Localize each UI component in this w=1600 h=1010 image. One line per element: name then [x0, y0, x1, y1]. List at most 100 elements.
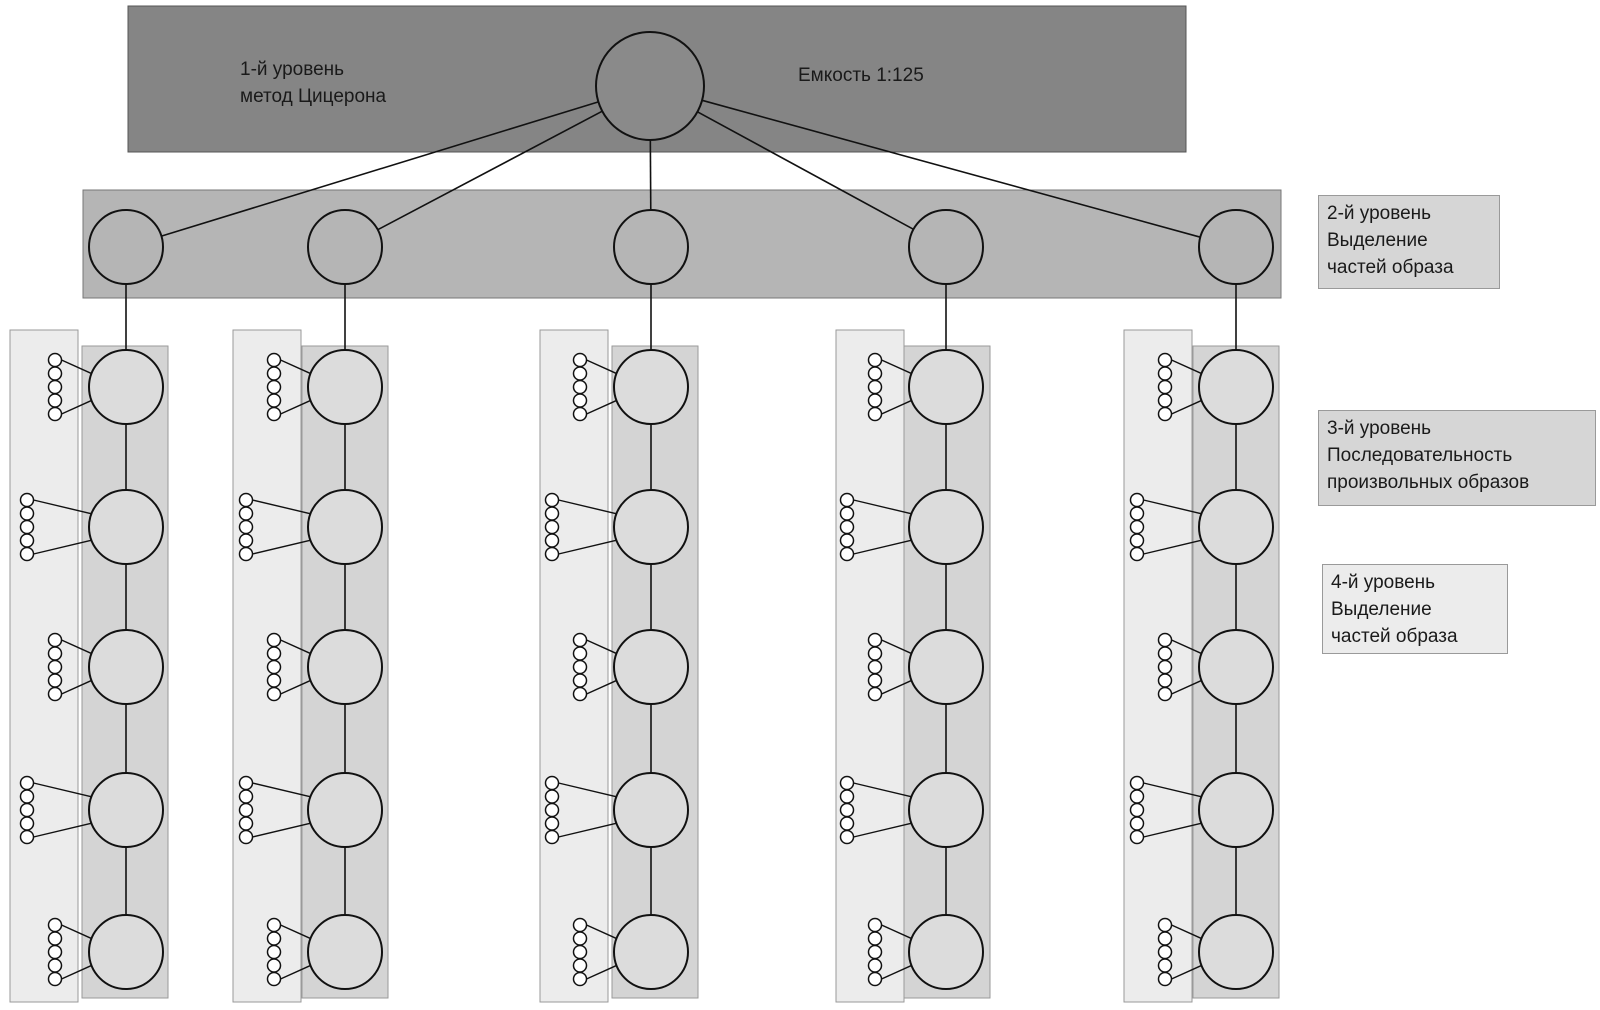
level4-subnode-3-2-2: [544, 506, 560, 521]
level4-subnode-5-1-3: [1157, 379, 1173, 395]
level4-subnode-2-2-1: [238, 492, 254, 508]
level3-node-2-3: [307, 629, 383, 705]
level4-subnode-5-3-1: [1157, 632, 1173, 648]
fan-top-4-3: [881, 639, 913, 655]
level4-subnode-4-5-2: [867, 931, 883, 946]
level4-subnode-5-2-5: [1129, 546, 1145, 562]
level4-subnode-3-3-3: [572, 659, 588, 675]
level4-subnode-4-2-4: [839, 533, 855, 548]
level4-subnode-2-3-1: [266, 632, 282, 648]
level4-subnode-4-1-4: [867, 393, 883, 408]
fan-top-1-5: [61, 924, 93, 940]
fan-top-4-2: [853, 499, 913, 515]
fan-top-2-2: [252, 499, 312, 515]
level3-node-4-5: [908, 914, 984, 990]
fan-top-1-2: [33, 499, 93, 515]
level4-subnode-4-5-4: [867, 958, 883, 973]
level4-subnode-2-5-3: [266, 944, 282, 960]
edge-root-to-level2-2: [377, 110, 603, 231]
level4-subnode-4-1-1: [867, 352, 883, 368]
fan-top-1-3: [61, 639, 93, 655]
level4-subnode-3-2-4: [544, 533, 560, 548]
level3-node-3-1: [613, 349, 689, 425]
level2-node-5: [1198, 209, 1274, 285]
level4-subnode-4-3-4: [867, 673, 883, 688]
level4-subnode-3-3-4: [572, 673, 588, 688]
level4-subnode-3-4-2: [544, 789, 560, 804]
level1-title: 1-й уровень метод Цицерона: [240, 56, 386, 110]
level2-node-1: [88, 209, 164, 285]
fan-top-1-1: [61, 359, 93, 375]
fan-bottom-1-2: [33, 539, 93, 555]
legend-level3-line2: Последовательность: [1327, 445, 1513, 466]
legend-level3-line1: 3-й уровень: [1327, 418, 1432, 439]
level4-subnode-5-5-2: [1157, 931, 1173, 946]
fan-top-5-1: [1171, 359, 1203, 375]
level4-subnode-2-4-2: [238, 789, 254, 804]
root-node: [595, 31, 705, 141]
level4-subnode-2-2-2: [238, 506, 254, 521]
legend-level2-line2: Выделение: [1327, 230, 1428, 251]
level3-node-5-4: [1198, 772, 1274, 848]
level4-subnode-4-2-3: [839, 519, 855, 535]
fan-top-5-3: [1171, 639, 1203, 655]
level4-subnode-5-4-3: [1129, 802, 1145, 818]
level4-subnode-5-3-3: [1157, 659, 1173, 675]
level4-subnode-3-5-4: [572, 958, 588, 973]
level2-node-4: [908, 209, 984, 285]
legend-level4-line1: 4-й уровень: [1331, 572, 1436, 593]
level3-node-4-4: [908, 772, 984, 848]
fan-top-4-5: [881, 924, 913, 940]
level4-subnode-3-2-3: [544, 519, 560, 535]
level4-subnode-4-3-3: [867, 659, 883, 675]
level3-node-3-5: [613, 914, 689, 990]
level4-subnode-4-1-2: [867, 366, 883, 381]
level4-subnode-1-3-1: [47, 632, 63, 648]
fan-bottom-4-3: [881, 679, 913, 695]
fan-bottom-5-1: [1171, 399, 1203, 415]
level4-subnode-3-3-1: [572, 632, 588, 648]
fan-bottom-5-4: [1143, 822, 1203, 838]
level4-subnode-1-1-1: [47, 352, 63, 368]
level4-subnode-3-5-5: [572, 971, 588, 987]
level4-subnode-5-2-1: [1129, 492, 1145, 508]
level4-subnode-1-3-2: [47, 646, 63, 661]
level4-subnode-4-4-1: [839, 775, 855, 791]
level4-subnode-4-4-3: [839, 802, 855, 818]
level4-subnode-5-1-2: [1157, 366, 1173, 381]
level4-subnode-1-4-4: [19, 816, 35, 831]
level3-node-2-2: [307, 489, 383, 565]
level4-subnode-2-3-5: [266, 686, 282, 702]
level4-subnode-4-4-5: [839, 829, 855, 845]
level3-node-4-1: [908, 349, 984, 425]
level4-subnode-5-5-5: [1157, 971, 1173, 987]
level4-subnode-5-5-3: [1157, 944, 1173, 960]
legend-level4: 4-й уровень Выделение частей образа: [1322, 564, 1508, 654]
level4-subnode-3-4-3: [544, 802, 560, 818]
fan-bottom-5-2: [1143, 539, 1203, 555]
level4-subnode-1-2-1: [19, 492, 35, 508]
level4-subnode-2-3-3: [266, 659, 282, 675]
fan-top-5-5: [1171, 924, 1203, 940]
level4-column-1: [9, 329, 79, 1003]
fan-top-4-4: [853, 782, 913, 798]
level4-subnode-3-2-5: [544, 546, 560, 562]
fan-top-5-4: [1143, 782, 1203, 798]
level4-subnode-1-5-3: [47, 944, 63, 960]
level4-subnode-3-1-4: [572, 393, 588, 408]
level4-subnode-1-4-3: [19, 802, 35, 818]
level4-subnode-2-5-5: [266, 971, 282, 987]
level4-subnode-3-2-1: [544, 492, 560, 508]
fan-bottom-1-5: [61, 964, 93, 980]
level4-subnode-4-5-5: [867, 971, 883, 987]
legend-level2-line1: 2-й уровень: [1327, 203, 1432, 224]
level4-subnode-5-2-3: [1129, 519, 1145, 535]
level4-subnode-5-3-5: [1157, 686, 1173, 702]
level4-subnode-1-1-5: [47, 406, 63, 422]
fan-bottom-2-2: [252, 539, 312, 555]
level3-node-2-1: [307, 349, 383, 425]
level4-subnode-2-1-4: [266, 393, 282, 408]
level4-subnode-4-2-5: [839, 546, 855, 562]
level4-subnode-2-5-1: [266, 917, 282, 933]
